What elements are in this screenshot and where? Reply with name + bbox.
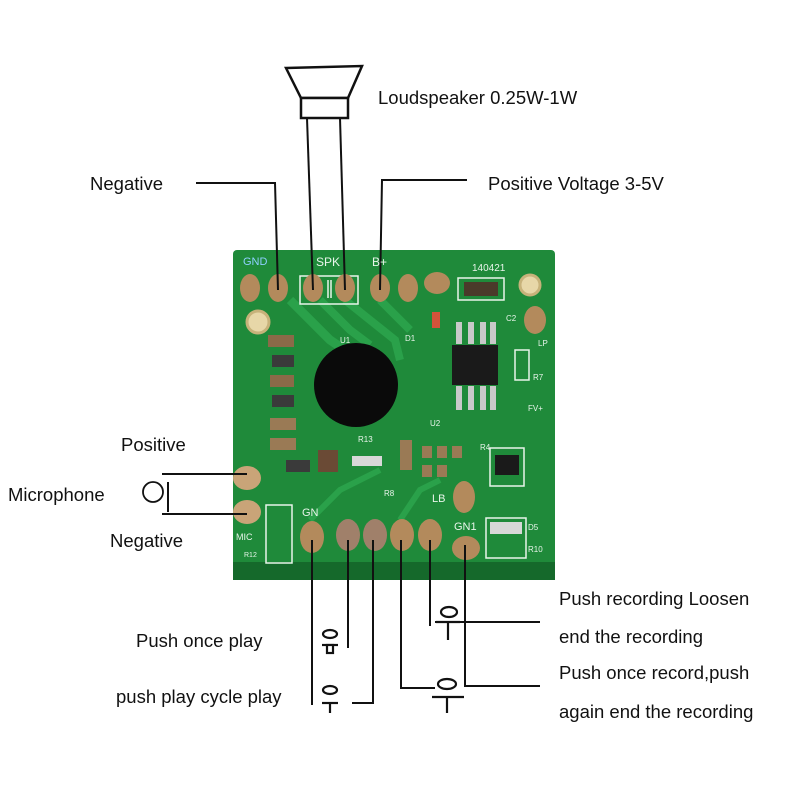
label-push-once-record-2: again end the recording — [559, 701, 754, 722]
label-push-recording-2: end the recording — [559, 626, 703, 647]
label-push-once-play: Push once play — [136, 630, 263, 651]
pad — [398, 274, 418, 302]
silk-r7: R7 — [533, 373, 544, 382]
transistor-outline — [489, 447, 525, 487]
label-microphone: Microphone — [8, 484, 105, 505]
wire-key3 — [400, 540, 435, 689]
pcb-trace — [307, 467, 382, 523]
push-button-icon — [321, 684, 339, 713]
pcb-edge — [233, 562, 555, 580]
pcb-trace — [342, 296, 404, 361]
label-mic-negative: Negative — [110, 530, 184, 551]
wire-spk2 — [339, 117, 346, 291]
pad-key1 — [336, 519, 360, 551]
loudspeaker-icon — [284, 64, 364, 120]
wire-key2 — [352, 540, 374, 704]
pad — [240, 274, 260, 302]
wire-bplus — [379, 179, 467, 291]
pcb-board — [233, 250, 555, 580]
transistor — [495, 455, 519, 475]
silk-r4: R4 — [480, 443, 491, 452]
ic-u2-pins — [456, 322, 496, 410]
silk-u2: U2 — [430, 419, 441, 428]
component-c2 — [464, 282, 498, 296]
silk-mic: MIC — [236, 532, 253, 542]
silk-d1: D1 — [405, 334, 416, 343]
microphone-icon — [142, 481, 164, 503]
pad — [453, 481, 475, 513]
mount-hole — [245, 309, 271, 335]
pad-mic-neg — [233, 500, 261, 524]
d5-r10-outline — [485, 517, 527, 559]
silk-r10: R10 — [528, 545, 543, 554]
label-positive-voltage: Positive Voltage 3-5V — [488, 173, 664, 194]
silk-lb: LB — [432, 493, 446, 505]
label-push-once-record-1: Push once record,push — [559, 662, 750, 683]
pad-lp — [524, 306, 546, 334]
silk-r13: R13 — [358, 435, 373, 444]
c2-outline — [457, 277, 505, 301]
pcb-trace — [377, 297, 413, 333]
silk-gnd: GND — [243, 256, 268, 268]
silk-date-code: 140421 — [472, 263, 506, 274]
pad-key3 — [390, 519, 414, 551]
wire-gnd — [196, 182, 279, 291]
silk-c2: C2 — [506, 314, 517, 323]
silk-gn: GN — [302, 507, 319, 519]
label-push-play-cycle: push play cycle play — [116, 686, 282, 707]
silk-bplus: B+ — [372, 255, 388, 269]
label-push-recording-1: Push recording Loosen — [559, 588, 750, 609]
spk-outline — [299, 275, 359, 305]
silk-d5: D5 — [528, 523, 539, 532]
pad — [424, 272, 450, 294]
push-button-icon — [432, 677, 464, 713]
r12-outline — [265, 504, 293, 564]
pcb-trace — [317, 297, 373, 349]
silk-r8: R8 — [384, 489, 395, 498]
pad-key2 — [363, 519, 387, 551]
silk-r12: R12 — [244, 552, 257, 559]
wire-lines — [162, 117, 540, 705]
pad-key4 — [418, 519, 442, 551]
wire-spk1 — [306, 117, 314, 291]
push-button-icon — [436, 605, 460, 640]
label-negative-top: Negative — [90, 173, 164, 194]
r7-outline — [514, 349, 530, 381]
component-d5 — [490, 522, 522, 534]
diode-d1 — [432, 312, 440, 328]
silk-spk: SPK — [316, 255, 341, 269]
pcb-trace — [397, 477, 442, 522]
label-loudspeaker: Loudspeaker 0.25W-1W — [378, 87, 578, 108]
label-mic-positive: Positive — [121, 434, 186, 455]
mount-hole — [518, 273, 542, 297]
silk-lp: LP — [538, 339, 548, 348]
silk-u1: U1 — [340, 336, 351, 345]
silk-fv: FV+ — [528, 404, 543, 413]
smd-components-left — [268, 335, 412, 472]
pad-mic-pos — [233, 466, 261, 490]
highlight-patch — [422, 628, 440, 660]
silk-gn1: GN1 — [454, 521, 477, 533]
push-button-icon — [321, 628, 339, 655]
ic-u2 — [452, 345, 498, 385]
cob-blob-u1 — [314, 343, 398, 427]
wire-gn1-b — [464, 545, 540, 687]
pad-gn — [300, 521, 324, 553]
lb-pads — [422, 446, 462, 477]
